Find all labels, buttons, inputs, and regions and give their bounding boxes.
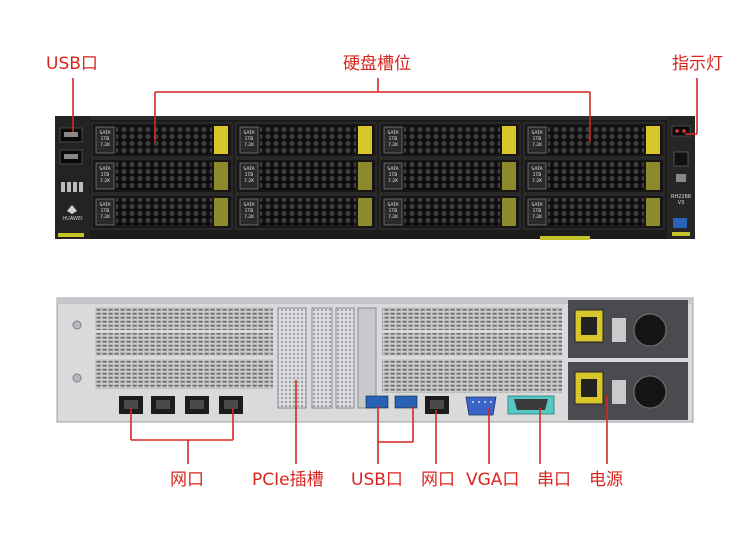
serial-port <box>507 395 555 415</box>
drive-tag-text: 1TB <box>533 136 542 142</box>
drive-tag-text: 7.2K <box>100 178 111 184</box>
label-serial: 串口 <box>537 470 571 490</box>
drive-tag-text: 7.2K <box>532 214 543 220</box>
drive-tag-text: 1TB <box>245 136 254 142</box>
drive-tag-text: 7.2K <box>100 142 111 148</box>
drive-tag-text: SATA <box>243 166 255 172</box>
front-panel: SATA1TB7.2KSATA1TB7.2KSATA1TB7.2KSATA1TB… <box>55 116 695 240</box>
label-front-usb: USB口 <box>46 54 98 74</box>
drive-tag-text: SATA <box>243 130 255 136</box>
pcie-slots <box>277 307 377 409</box>
label-network-ports: 网口 <box>170 470 204 490</box>
drive-tag-text: 1TB <box>389 208 398 214</box>
model-badge: RH2288 V3 <box>668 194 694 206</box>
drive-tag-text: 7.2K <box>532 142 543 148</box>
drive-tag-text: SATA <box>243 202 255 208</box>
drive-tag-text: SATA <box>531 130 543 136</box>
drive-tag-text: SATA <box>387 202 399 208</box>
front-right-ear <box>667 116 695 239</box>
drive-tag-text: SATA <box>387 166 399 172</box>
drive-tag-text: 1TB <box>101 172 110 178</box>
model-badge-version: V3 <box>677 200 685 206</box>
label-vga: VGA口 <box>466 470 520 490</box>
drive-tag-text: 7.2K <box>244 142 255 148</box>
drive-tag-text: SATA <box>531 202 543 208</box>
drive-tag-text: 7.2K <box>244 178 255 184</box>
drive-tag-text: SATA <box>99 166 111 172</box>
drive-tag-text: 7.2K <box>388 142 399 148</box>
drive-bays: SATA1TB7.2KSATA1TB7.2KSATA1TB7.2KSATA1TB… <box>91 122 665 230</box>
label-power: 电源 <box>589 470 623 490</box>
rear-usb-ports <box>365 395 418 409</box>
drive-tag-text: SATA <box>99 130 111 136</box>
huawei-logo-icon <box>67 205 77 214</box>
label-drive-bays: 硬盘槽位 <box>343 54 411 74</box>
vga-port <box>465 396 497 416</box>
brand-text: HUAWEI <box>62 216 83 222</box>
drive-tag-text: 1TB <box>101 208 110 214</box>
label-pcie-slots: PCIe插槽 <box>252 470 324 490</box>
drive-tag-text: SATA <box>99 202 111 208</box>
rear-network-ports <box>119 396 243 414</box>
callout-lines <box>72 78 698 464</box>
drive-tag-text: 1TB <box>533 172 542 178</box>
drive-tag-text: 7.2K <box>388 178 399 184</box>
drive-tag-text: 1TB <box>533 208 542 214</box>
model-badge-name: RH2288 <box>671 194 691 200</box>
drive-tag-text: SATA <box>387 130 399 136</box>
drive-tag-text: 7.2K <box>100 214 111 220</box>
front-left-ear <box>55 116 90 239</box>
drive-tag-text: 1TB <box>389 172 398 178</box>
drive-tag-text: 7.2K <box>388 214 399 220</box>
drive-tag-text: SATA <box>531 166 543 172</box>
drive-tag-text: 1TB <box>245 172 254 178</box>
drive-tag-text: 7.2K <box>244 214 255 220</box>
power-supplies <box>568 300 688 420</box>
drive-tag-text: 1TB <box>245 208 254 214</box>
drive-tag-text: 7.2K <box>532 178 543 184</box>
drive-tag-text: 1TB <box>389 136 398 142</box>
drive-tag-text: 1TB <box>101 136 110 142</box>
rear-panel <box>56 297 694 423</box>
label-indicator: 指示灯 <box>672 54 723 74</box>
label-mgmt-network: 网口 <box>421 470 455 490</box>
label-rear-usb: USB口 <box>351 470 403 490</box>
